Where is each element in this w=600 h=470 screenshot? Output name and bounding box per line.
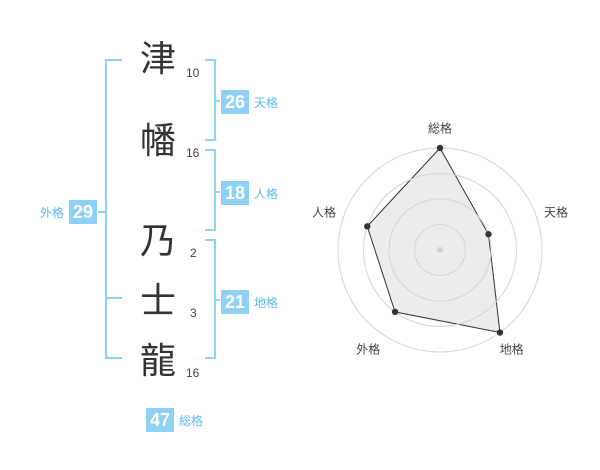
jinkaku-badge: 18 人格: [221, 181, 278, 205]
radar-ring-overlay-3: [363, 173, 517, 327]
soukaku-label: 総格: [179, 413, 204, 428]
stroke-count-1: 10: [186, 66, 200, 80]
stroke-count-2: 16: [186, 146, 200, 160]
chikaku-badge: 21 地格: [221, 290, 278, 314]
radar-axis-label-3: 地格: [499, 342, 524, 357]
stroke-count-4: 3: [190, 306, 197, 320]
gaikaku-value: 29: [69, 200, 98, 224]
radar-point-1: [436, 144, 444, 152]
radar-axis-label-2: 天格: [544, 205, 569, 220]
gaikaku-bracket: [105, 59, 122, 359]
chikaku-value: 21: [221, 290, 250, 314]
radar-point-3: [496, 329, 504, 336]
name-char-4: 士: [140, 281, 177, 322]
radar-point-4: [391, 308, 399, 316]
jinkaku-label: 人格: [254, 186, 279, 201]
stroke-count-5: 16: [186, 366, 200, 380]
radar-ring-overlay-1: [414, 224, 466, 276]
soukaku-badge: 47 総格: [146, 408, 203, 432]
radar-axis-label-1: 総格: [427, 121, 453, 136]
chikaku-label: 地格: [254, 295, 279, 310]
name-char-1: 津: [140, 39, 177, 80]
jinkaku-bracket: [205, 149, 216, 231]
tenkaku-label: 天格: [254, 95, 279, 110]
name-char-5: 龍: [140, 341, 177, 382]
tenkaku-value: 26: [221, 90, 250, 114]
radar-polygon: [366, 147, 501, 334]
stroke-count-3: 2: [190, 246, 197, 260]
radar-axis-label-4: 外格: [356, 342, 381, 357]
radar-point-2: [485, 231, 492, 238]
radar-center-dot: [437, 247, 443, 253]
radar-point-5: [364, 223, 371, 230]
soukaku-value: 47: [146, 408, 175, 432]
radar-axis-label-5: 人格: [311, 205, 336, 220]
name-char-2: 幡: [140, 121, 177, 162]
jinkaku-value: 18: [221, 181, 250, 205]
radar-ring-overlay-2: [388, 198, 492, 302]
gaikaku-badge: 外格 29: [40, 200, 98, 224]
gaikaku-label: 外格: [40, 205, 65, 220]
tenkaku-badge: 26 天格: [221, 90, 278, 114]
name-char-3: 乃: [140, 221, 177, 262]
